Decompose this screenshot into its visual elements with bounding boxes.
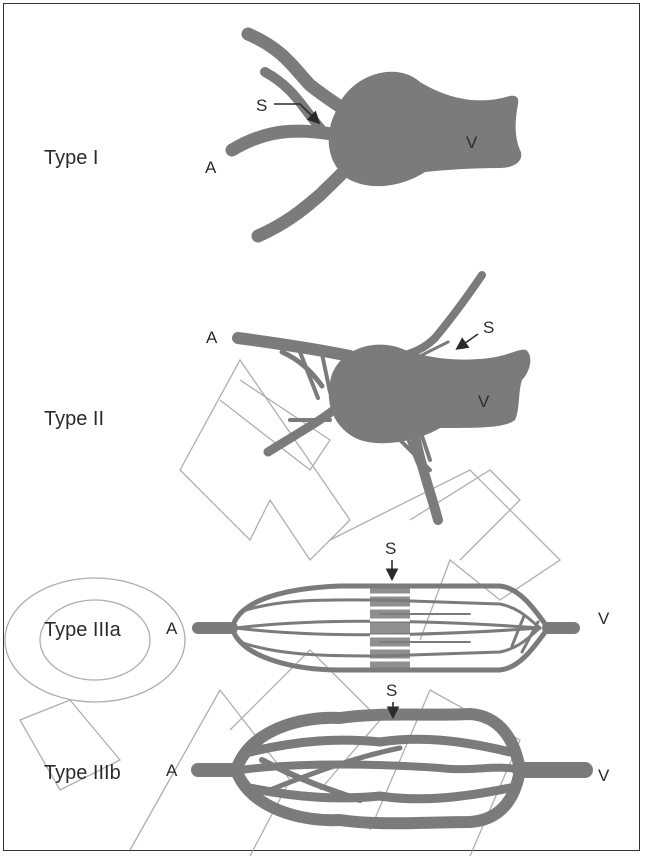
type-ii-shunt-label: S — [483, 318, 494, 337]
type-i-nidus — [329, 72, 522, 186]
type-iiib-artery-label: A — [166, 761, 178, 780]
type-iiib-diagram: Type IIIb A S V — [44, 681, 610, 823]
type-ii-vein-label: V — [478, 392, 490, 411]
type-iiia-label: Type IIIa — [44, 619, 122, 641]
type-ii-nidus — [329, 345, 531, 444]
type-i-label: Type I — [44, 147, 98, 169]
type-iiia-artery-label: A — [166, 619, 178, 638]
type-i-shunt-label: S — [256, 96, 267, 115]
type-ii-label: Type II — [44, 408, 104, 430]
type-iiib-shunt-label: S — [386, 681, 397, 700]
type-i-diagram: Type I A S V — [44, 34, 521, 236]
type-ii-diagram: Type II A S V — [44, 275, 530, 520]
type-ii-shunt-arrow — [458, 334, 478, 348]
type-iiib-label: Type IIIb — [44, 762, 121, 784]
type-ii-artery-label: A — [206, 328, 218, 347]
type-i-vein-label: V — [466, 133, 478, 152]
type-i-artery-label: A — [205, 158, 217, 177]
type-iiib-vessels — [198, 714, 585, 823]
type-iiib-vein-label: V — [598, 766, 610, 785]
type-iiia-diagram: Type IIIa A S V — [44, 539, 610, 672]
type-iiia-vein-label: V — [598, 609, 610, 628]
type-iiia-shunt-label: S — [385, 539, 396, 558]
